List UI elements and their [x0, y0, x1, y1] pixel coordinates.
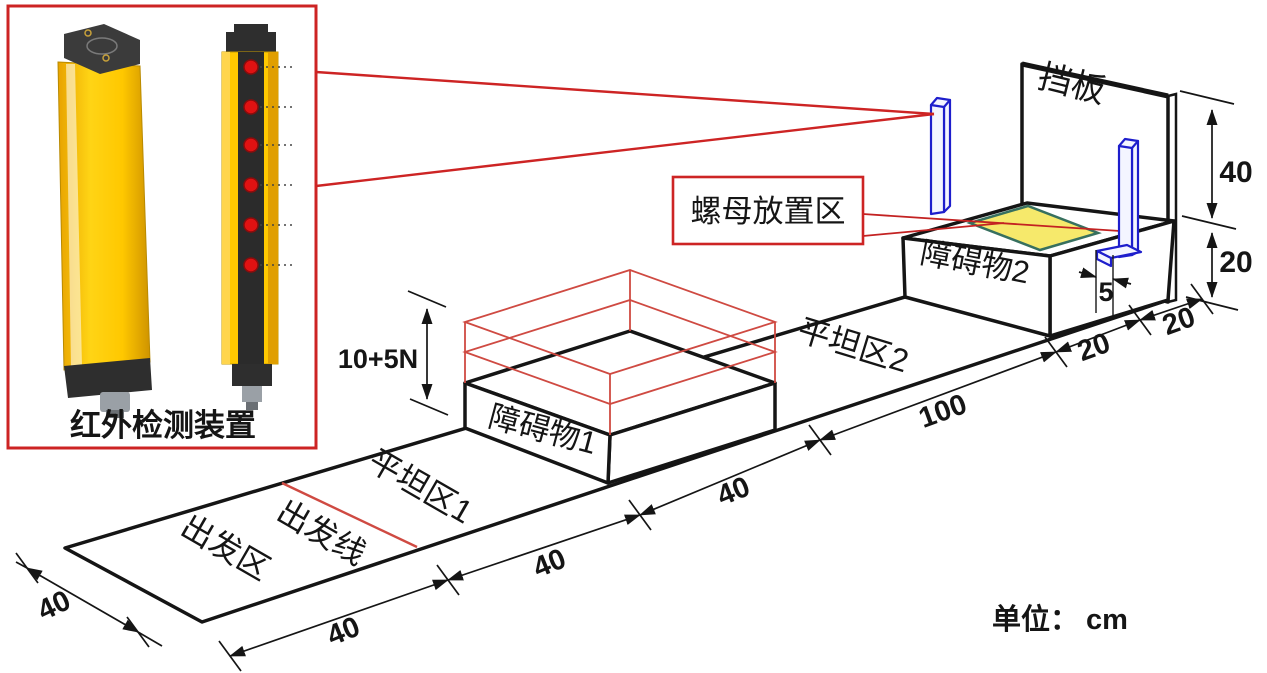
- dim-extension: [137, 631, 163, 647]
- obstacle-1-extension-wireframe: [462, 269, 778, 435]
- right-post-foot-front: [1095, 249, 1113, 268]
- right-sensor-post: [1095, 137, 1143, 268]
- obstacle-1-front-face: [463, 381, 612, 485]
- dim-value-obstacle-2-height: 20: [1219, 246, 1252, 279]
- led-indicator: [243, 59, 259, 75]
- dim-value-post-offset: 5: [1098, 277, 1113, 307]
- led-indicator: [243, 257, 259, 273]
- infrared-device-3d-view: [57, 24, 152, 418]
- inset-callout-line-bottom: [315, 112, 935, 188]
- dim-line-start-area: [229, 579, 449, 657]
- device-body-left-strip: [222, 52, 230, 364]
- nut-area-callout-box: [671, 175, 865, 246]
- units-value: cm: [1086, 604, 1128, 636]
- device-connector: [100, 392, 130, 412]
- device-screw-icon: [84, 29, 92, 37]
- left-post-top: [929, 96, 952, 109]
- device-connector-tip: [106, 410, 124, 418]
- device-bottom-cap: [64, 358, 152, 398]
- left-post-front: [929, 101, 946, 216]
- dim-tick: [1181, 215, 1237, 230]
- dim-line-obstacle-1: [639, 439, 821, 516]
- dim-tick: [628, 499, 652, 531]
- dim-tick: [436, 564, 460, 596]
- start-line-mark: [281, 481, 418, 549]
- dim-tick: [15, 552, 39, 584]
- dim-value-end-zone: 20: [1158, 301, 1199, 342]
- dim-tick: [1128, 304, 1152, 336]
- label-nut-area: 螺母放置区: [691, 194, 846, 229]
- dim-value-flat-zone-2: 100: [915, 388, 971, 435]
- device-highlight: [66, 64, 82, 366]
- dim-tick: [1044, 336, 1068, 368]
- dim-arrow-post-offset-left: [1078, 267, 1097, 279]
- nut-area-leader-line: [862, 222, 1005, 237]
- dim-tick: [218, 640, 242, 672]
- device-connector-tip: [246, 402, 258, 410]
- led-row: [243, 59, 292, 273]
- obstacle-2-front-face: [901, 236, 1052, 338]
- dim-line-end-zone: [1139, 298, 1203, 321]
- units-label: 单位：: [992, 602, 1079, 636]
- dim-value-obstacle-1-height: 10+5N: [338, 344, 418, 374]
- baffle-top-edge: [1021, 61, 1169, 99]
- dim-value-flat-zone-1: 40: [529, 543, 571, 585]
- ir-sensor-posts: [929, 96, 1143, 268]
- device-bottom-cap: [232, 364, 272, 386]
- inset-infrared-device: 红外检测装置: [6, 4, 318, 450]
- led-indicator: [243, 137, 259, 153]
- device-connector: [242, 386, 262, 402]
- dim-value-baffle-height: 40: [1219, 156, 1252, 189]
- dim-value-obstacle-2: 20: [1073, 327, 1114, 368]
- dim-tick: [1185, 296, 1239, 311]
- dim-line-flat-zone-1: [447, 514, 641, 581]
- infrared-device-front-view: [221, 24, 292, 410]
- dim-value-obstacle-1: 40: [713, 471, 755, 513]
- units-note: 单位： cm: [992, 602, 1128, 636]
- dim-tick: [1179, 90, 1235, 105]
- device-top-cap: [226, 32, 276, 54]
- dim-tick: [126, 616, 150, 648]
- ir-beam-line: [862, 213, 1121, 232]
- device-screw-icon: [102, 54, 110, 62]
- led-indicator: [243, 217, 259, 233]
- right-post-top: [1117, 137, 1140, 150]
- wireframe-mid-level: [462, 299, 778, 405]
- led-indicator: [243, 177, 259, 193]
- wireframe-top-level: [462, 269, 778, 375]
- dim-line-obstacle-2: [1055, 319, 1141, 353]
- device-top-tab: [234, 24, 268, 34]
- dim-line-flat-zone-2: [819, 351, 1057, 441]
- device-led-strip: [238, 52, 264, 364]
- dimension-lines: [15, 90, 1239, 672]
- inset-callout-line-top: [315, 70, 935, 116]
- dim-value-start-area: 40: [323, 611, 365, 653]
- right-post-front: [1117, 142, 1134, 259]
- dim-tick: [808, 424, 832, 456]
- led-indicator: [243, 99, 259, 115]
- dim-extension: [15, 561, 28, 569]
- nut-placement-area: [966, 204, 1102, 252]
- nut-area-callout: 螺母放置区: [671, 175, 865, 246]
- inset-caption: 红外检测装置: [70, 408, 256, 443]
- dim-tick: [1190, 283, 1214, 315]
- dim-line-track-width: [26, 567, 139, 633]
- device-body-right-strip: [268, 52, 278, 364]
- dim-value-track-width: 40: [33, 585, 76, 628]
- dim-tick: [407, 290, 447, 308]
- device-top-cap: [64, 24, 140, 74]
- obstacle-2-box: 障碍物2: [901, 201, 1176, 338]
- device-top-circle-detail: [86, 37, 118, 55]
- left-sensor-post: [929, 96, 952, 216]
- dim-arrow-post-offset-right: [1112, 277, 1132, 289]
- dim-tick: [409, 398, 449, 416]
